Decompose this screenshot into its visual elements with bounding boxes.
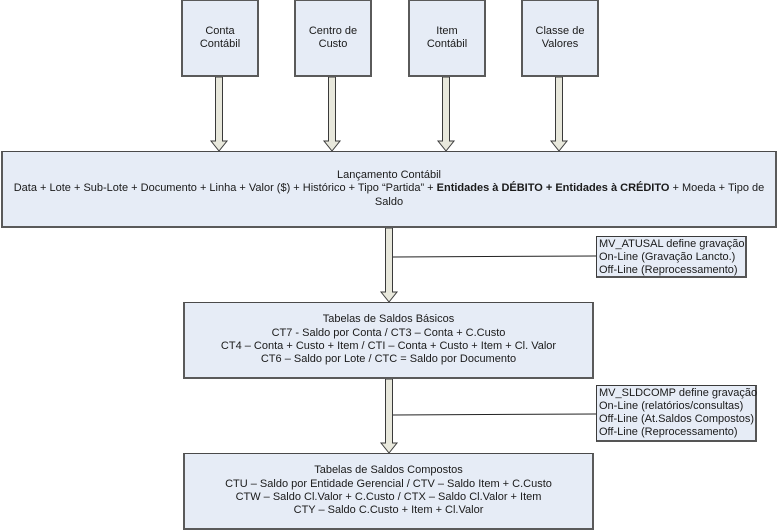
arrow-conta-to-lancamento xyxy=(209,76,229,152)
box-label-line: Custo xyxy=(318,38,348,50)
note-mv-sldcomp: MV_SLDCOMP define gravação On-Line (rela… xyxy=(596,385,757,442)
saldos-basicos-line: CT4 – Conta + Custo + Item / CTI – Conta… xyxy=(220,340,557,352)
saldos-compostos-line: CTY – Saldo C.Custo + Item + Cl.Valor xyxy=(293,504,484,517)
formula-prefix: Data + Lote + Sub-Lote + Documento + Lin… xyxy=(13,182,437,195)
box-centro-de-custo: Centro de Custo xyxy=(294,0,372,77)
box-label-line: Classe de xyxy=(535,24,585,37)
connector-sldcomp xyxy=(392,413,597,416)
saldos-basicos-line: CT7 - Saldo por Conta / CT3 – Conta + C.… xyxy=(271,326,506,339)
note-line: On-Line (relatórios/consultas) xyxy=(599,400,744,412)
box-label-line: Conta xyxy=(205,24,235,37)
note-line: Off-Line (Reprocessamento) xyxy=(599,426,738,438)
arrow-item-to-lancamento xyxy=(436,76,456,152)
saldos-basicos-line: CT6 – Saldo por Lote / CTC = Saldo por D… xyxy=(260,353,517,366)
arrow-lancamento-to-basicos xyxy=(379,227,399,303)
saldos-compostos-title: Tabelas de Saldos Compostos xyxy=(314,464,463,477)
box-label-line: Contábil xyxy=(426,38,468,50)
box-saldos-compostos: Tabelas de Saldos Compostos CTU – Saldo … xyxy=(183,453,594,530)
note-line: MV_SLDCOMP define gravação xyxy=(599,387,758,399)
connector-atusal xyxy=(392,255,597,258)
box-label-line: Item xyxy=(436,24,458,37)
note-line: Off-Line (Reprocessamento) xyxy=(599,264,738,276)
saldos-compostos-line: CTW – Saldo Cl.Valor + C.Custo / CTX – S… xyxy=(235,491,542,503)
arrow-custo-to-lancamento xyxy=(322,76,342,152)
arrow-basicos-to-compostos xyxy=(379,378,399,454)
note-line: MV_ATUSAL define gravação xyxy=(599,238,745,250)
box-lancamento-contabil: Lançamento Contábil Data + Lote + Sub-Lo… xyxy=(1,151,777,228)
box-label-line: Valores xyxy=(541,38,579,50)
box-item-contabil: Item Contábil xyxy=(408,0,486,77)
arrow-classe-to-lancamento xyxy=(549,76,569,152)
saldos-compostos-line: CTU – Saldo por Entidade Gerencial / CTV… xyxy=(225,477,552,490)
note-mv-atusal: MV_ATUSAL define gravação On-Line (Grava… xyxy=(596,236,747,278)
saldos-basicos-title: Tabelas de Saldos Básicos xyxy=(322,313,455,326)
lancamento-title: Lançamento Contábil xyxy=(337,168,441,181)
box-classe-de-valores: Classe de Valores xyxy=(521,0,599,77)
box-saldos-basicos: Tabelas de Saldos Básicos CT7 - Saldo po… xyxy=(183,302,594,379)
box-label-line: Contábil xyxy=(199,38,241,50)
box-conta-contabil: Conta Contábil xyxy=(181,0,259,77)
formula-suffix: + Moeda + Tipo de Saldo xyxy=(374,182,765,208)
lancamento-formula: Data + Lote + Sub-Lote + Documento + Lin… xyxy=(3,182,775,209)
note-line: On-Line (Gravação Lancto.) xyxy=(599,251,736,263)
formula-bold: Entidades à DÉBITO + Entidades à CRÉDITO xyxy=(436,182,670,195)
note-line: Off-Line (At.Saldos Compostos) xyxy=(599,413,755,425)
box-label-line: Centro de xyxy=(308,24,358,37)
